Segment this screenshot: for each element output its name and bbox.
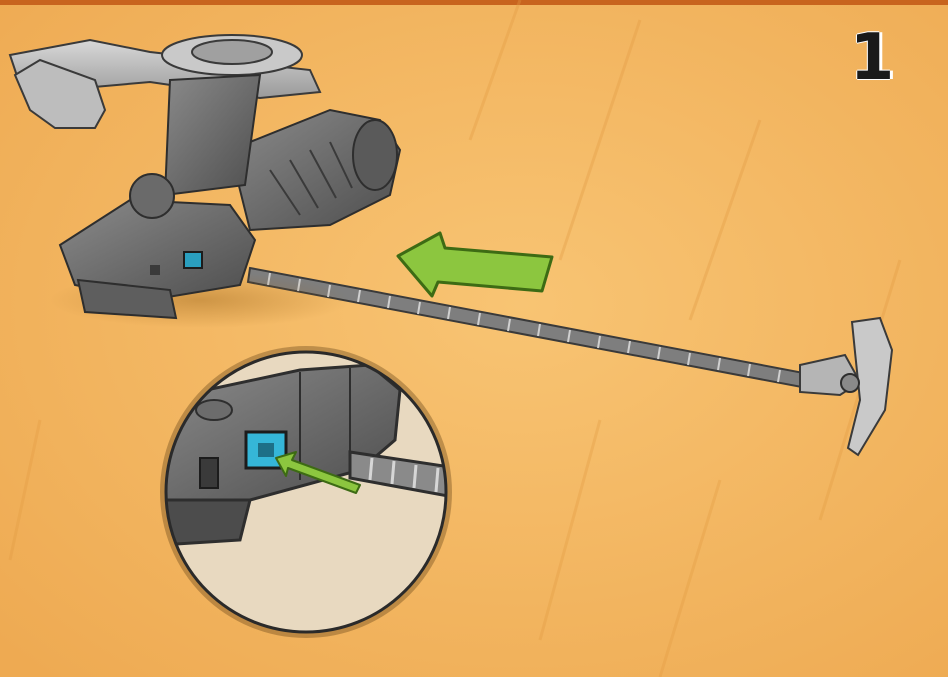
insertion-slot (184, 252, 202, 268)
top-border (0, 0, 948, 5)
step-number: 1 (842, 22, 902, 94)
